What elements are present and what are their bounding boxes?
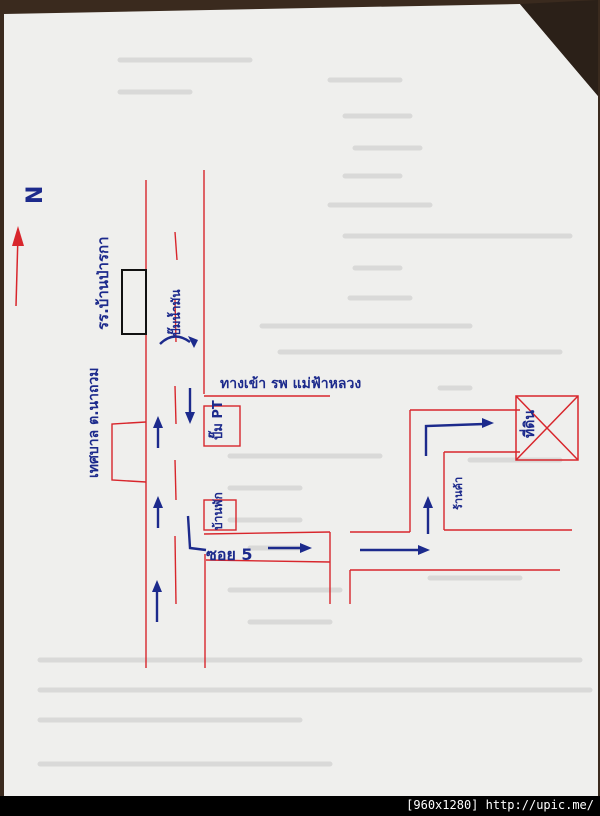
municipality-label: เทศบาล ต.นาถวม [86,367,102,478]
road-lines [111,170,572,668]
printed-text-lines [37,57,593,767]
north-label: N [23,186,48,204]
watermark-bar: [960x1280] http://upic.me/ [0,796,600,816]
destination-box [515,395,579,461]
uturn-label: ปั๊มน้ำมัน [166,289,183,336]
gas-station-label: ปั๊ม PT [208,400,226,440]
school-label: รร.บ้านป่ารกา [94,236,112,330]
school-box [121,269,147,335]
route-arrows [152,335,494,622]
corner-shop-label: ร้านค้า [452,477,465,510]
hand-drawn-map: N [0,0,600,796]
watermark-text[interactable]: [960x1280] http://upic.me/ [406,798,594,812]
paper-sheet [4,4,598,796]
soi-label: ซอย 5 [206,545,253,564]
hospital-entrance-label: ทางเข้า รพ แม่ฟ้าหลวง [220,376,361,392]
shop-label: บ้านพัก [211,492,225,530]
paper-corner-shadow [520,0,598,96]
destination-label: ที่ดิน [519,410,538,438]
north-arrow [12,226,24,307]
